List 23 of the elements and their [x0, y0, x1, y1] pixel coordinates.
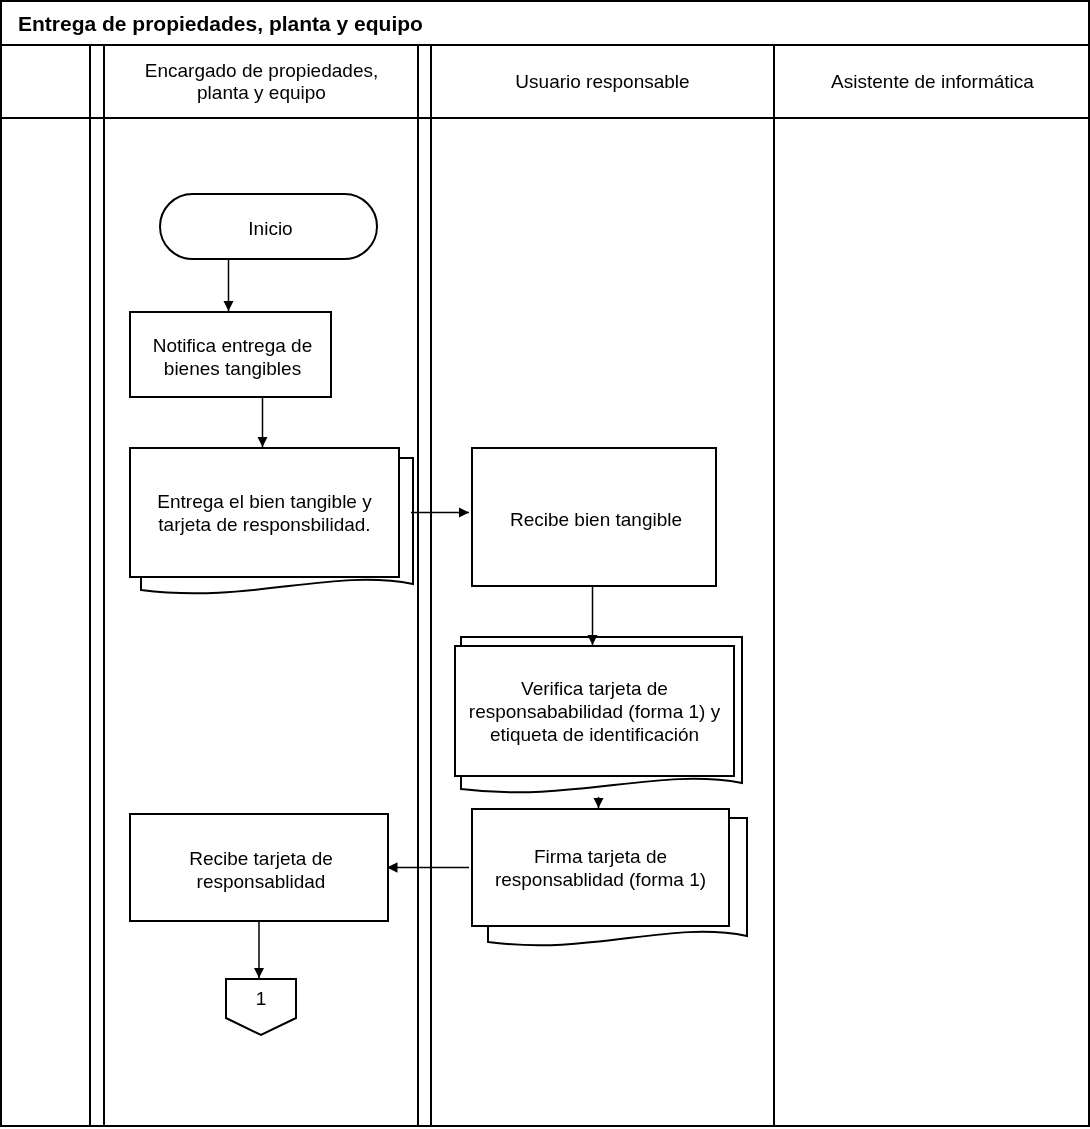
arrow [257, 397, 268, 448]
process-box [129, 311, 332, 398]
diagram-title: Entrega de propiedades, planta y equipo [18, 11, 423, 37]
node-label: Verifica tarjeta de responsababilidad (forma 1) y etiqueta de identificación [467, 676, 722, 746]
process-box [129, 813, 389, 922]
node-label: Inicio [248, 217, 293, 240]
lane-header: Asistente de informática [830, 69, 1035, 94]
node-label: Firma tarjeta de responsablidad (forma 1) [493, 844, 708, 891]
process-box [471, 447, 717, 587]
node-label: 1 [255, 986, 267, 1010]
lane-header: Encargado de propiedades, planta y equipo [143, 58, 380, 105]
node-label: Recibe tarjeta de responsablidad [188, 846, 334, 893]
arrow [386, 862, 470, 873]
node-label: Notifica entrega de bienes tangibles [151, 333, 314, 380]
arrow [593, 796, 604, 809]
arrow [223, 259, 234, 312]
arrow [587, 586, 598, 646]
node-label: Recibe bien tangible [509, 507, 683, 531]
arrow [410, 507, 470, 518]
node-label: Entrega el bien tangible y tarjeta de responsbilidad. [156, 489, 373, 536]
off-page-connector [225, 978, 297, 1036]
lane-header: Usuario responsable [514, 69, 691, 94]
arrow [253, 921, 265, 979]
